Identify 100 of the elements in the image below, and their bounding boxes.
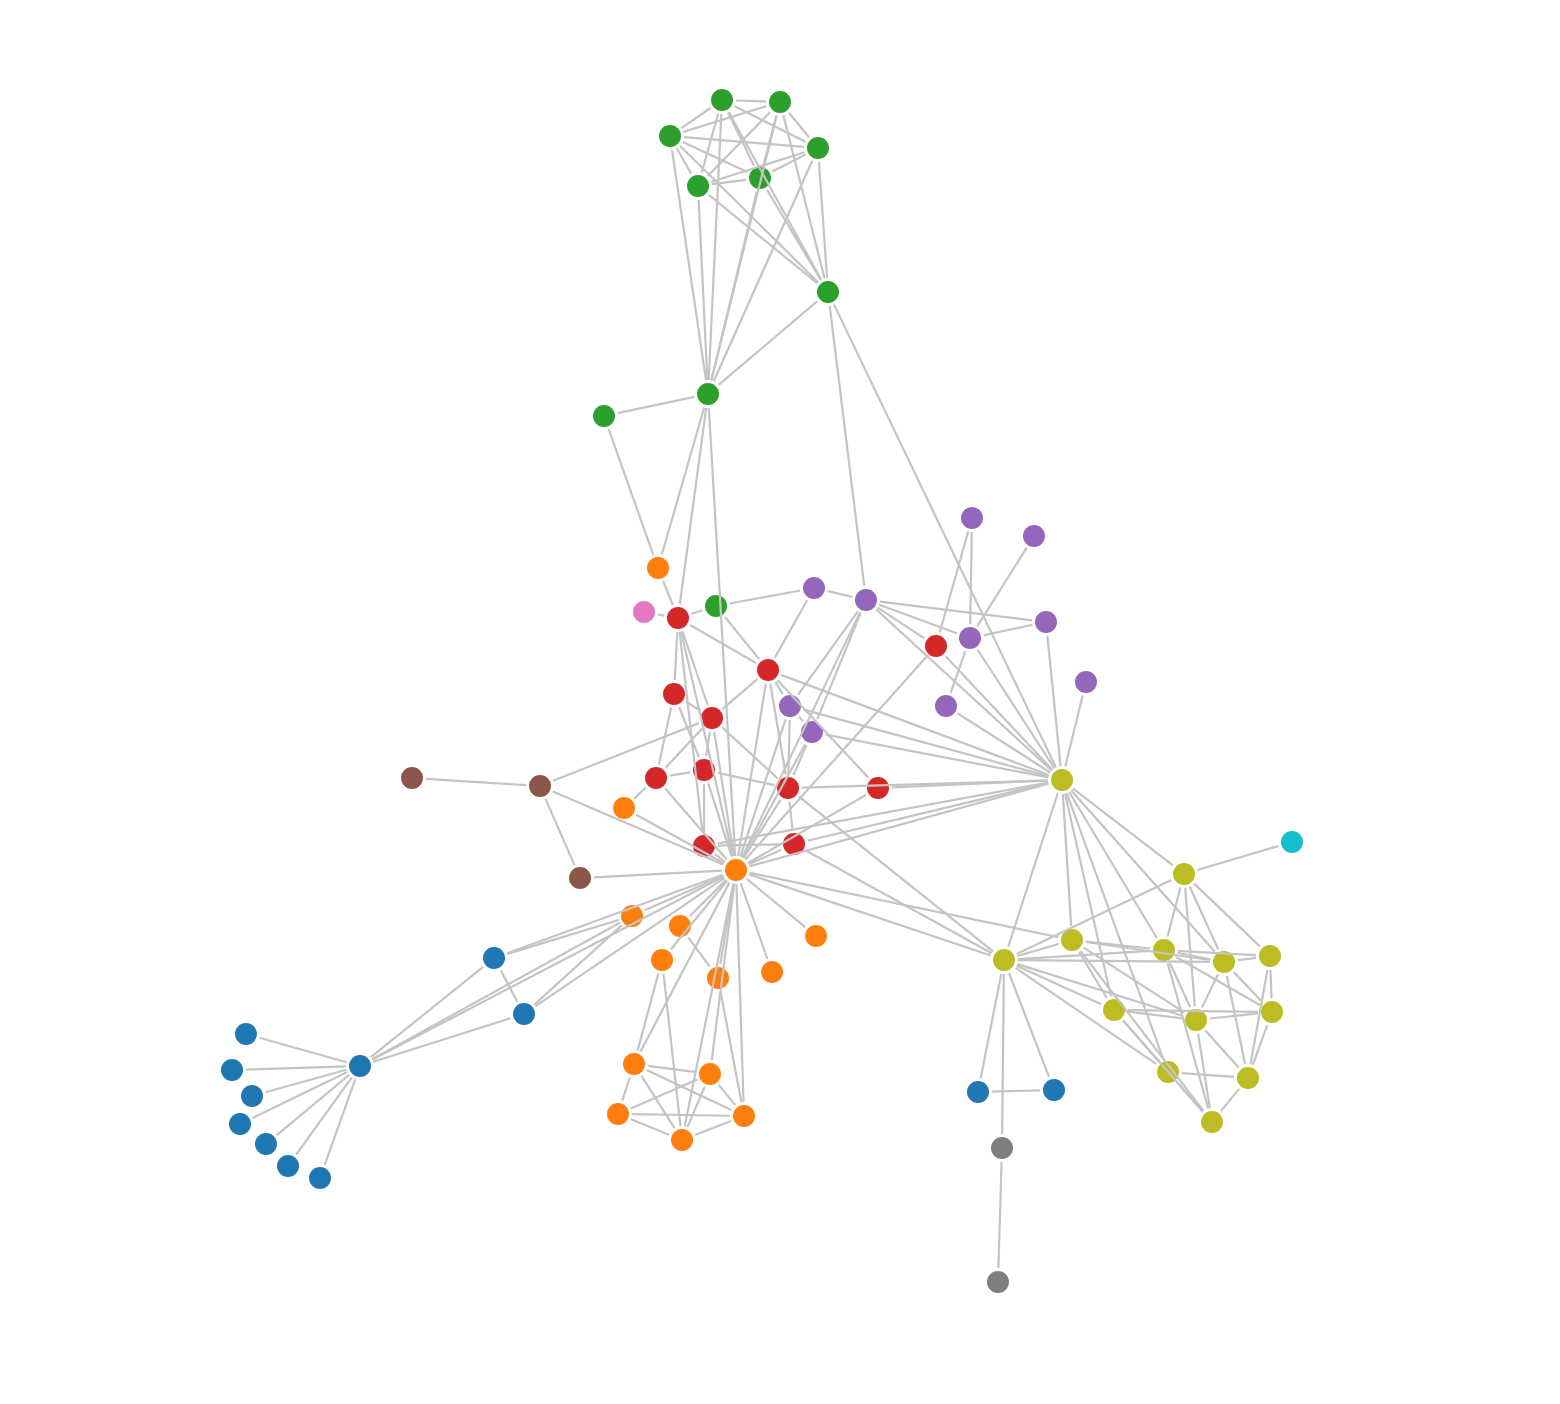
link-line [689,624,757,664]
link-line [689,879,727,917]
link-line [816,612,862,720]
link-line [680,107,712,129]
link-line [949,650,967,694]
link-line [707,113,723,381]
node-circle [346,1052,374,1080]
link-line [776,679,870,779]
link-line [749,871,1059,939]
link-line [1166,887,1182,937]
node-circle [660,680,688,708]
node-circle [1058,926,1086,954]
link-line [1007,793,1059,947]
link-line [371,921,621,1061]
link-line [1046,635,1062,767]
link-line [877,606,925,640]
link-line [797,610,859,696]
link-line [879,600,1033,622]
node-circle [642,764,670,792]
node-circle [958,504,986,532]
link-line [1168,962,1192,1008]
link-line [762,115,778,165]
link-line [630,1078,698,1110]
link-line [593,869,723,879]
node-circle [604,1100,632,1128]
link-line [741,743,807,859]
link-line [662,580,674,606]
link-line [680,631,734,857]
link-line [798,715,804,722]
link-line [1193,882,1261,948]
node-circle [668,1126,696,1154]
link-line [792,744,808,776]
link-line [632,1113,731,1117]
link-line [957,712,1051,774]
link-line [788,112,810,138]
node-circle [1020,522,1048,550]
link-line [607,428,655,556]
node-circle [1032,608,1060,636]
link-line [685,700,701,712]
link-line [748,848,782,866]
node-circle [656,122,684,150]
link-line [1184,887,1196,1007]
link-line [938,531,970,633]
node-circle [754,656,782,684]
link-line [1078,951,1108,999]
link-line [1016,964,1102,1006]
link-line [997,1161,1003,1269]
link-line [747,794,867,864]
link-line [708,194,818,284]
link-line [697,199,709,381]
link-line [245,1065,347,1071]
link-line [828,305,866,587]
link-line [675,147,693,175]
node-circle [252,1130,280,1158]
link-line [717,1084,737,1106]
link-line [727,111,823,281]
link-line [635,813,725,865]
link-line [711,178,747,186]
link-line [662,973,682,1127]
link-line [1237,956,1257,962]
link-line [1017,963,1183,1017]
node-circle [988,1134,1016,1162]
link-line [724,616,761,660]
link-line [669,771,691,777]
node-circle [730,1102,758,1130]
link-line [1127,1010,1183,1020]
node-circle [238,1082,266,1110]
link-line [774,681,784,695]
link-line [552,790,724,866]
link-line [1232,971,1264,1003]
link-line [630,1118,670,1136]
link-line [670,880,728,950]
link-line [691,609,703,615]
link-line [1085,940,1211,962]
link-line [782,115,826,279]
link-line [1269,969,1273,999]
node-circle [814,278,842,306]
link-line [657,613,665,617]
link-line [827,590,853,598]
link-line [729,589,801,605]
link-line [739,882,769,960]
link-line [1018,959,1211,963]
node-circle [610,794,638,822]
link-line [370,965,484,1059]
link-line [1072,787,1174,867]
link-line [1204,1029,1240,1069]
link-line [798,795,994,953]
link-line [737,683,767,857]
link-line [739,718,787,858]
link-line [683,883,735,1127]
node-circle [232,1020,260,1048]
link-line [646,1069,732,1111]
node-circle [932,692,960,720]
link-line [1177,949,1257,957]
link-line [1079,950,1205,1112]
link-line [707,407,737,857]
node-circle [1234,1064,1262,1092]
link-line [976,649,1056,769]
link-line [506,873,724,955]
node-circle [1198,1108,1226,1136]
